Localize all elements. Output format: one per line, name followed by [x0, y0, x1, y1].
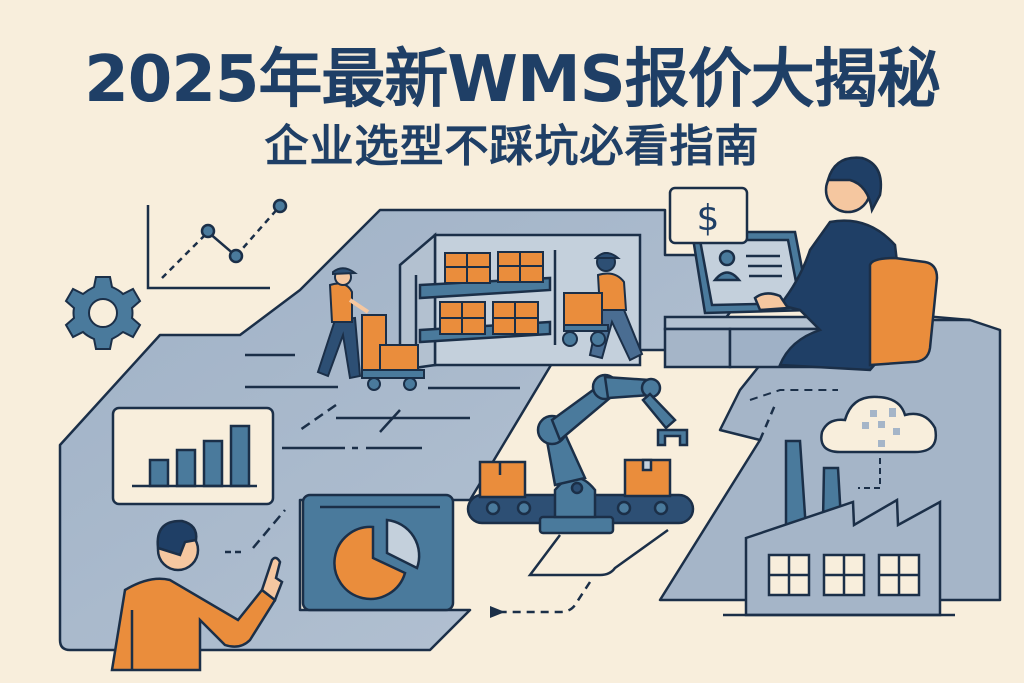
worker-pushing-cart: [316, 267, 425, 391]
pie-chart-card: [301, 493, 455, 612]
page-subtitle: 企业选型不踩坑必看指南: [264, 121, 760, 172]
bar-chart-card: [111, 406, 275, 506]
robotic-arm-conveyor: [466, 373, 695, 535]
page-title: 2025年最新WMS报价大揭秘: [84, 43, 941, 117]
person-at-laptop: [753, 156, 939, 372]
cloud-data-icon: [749, 389, 938, 489]
laptop: [690, 230, 812, 315]
gear-icon: [64, 276, 142, 350]
shelf-boxes: [439, 251, 544, 335]
price-card: $: [668, 186, 749, 245]
user-avatar-icon: [718, 249, 736, 267]
factory-icon: [723, 439, 955, 617]
line-chart-icon: [146, 198, 288, 290]
worker-carrying-box: [562, 252, 644, 362]
arrow-left-icon: [490, 606, 505, 618]
person-pointing: [110, 519, 284, 672]
dollar-icon: $: [697, 198, 720, 239]
